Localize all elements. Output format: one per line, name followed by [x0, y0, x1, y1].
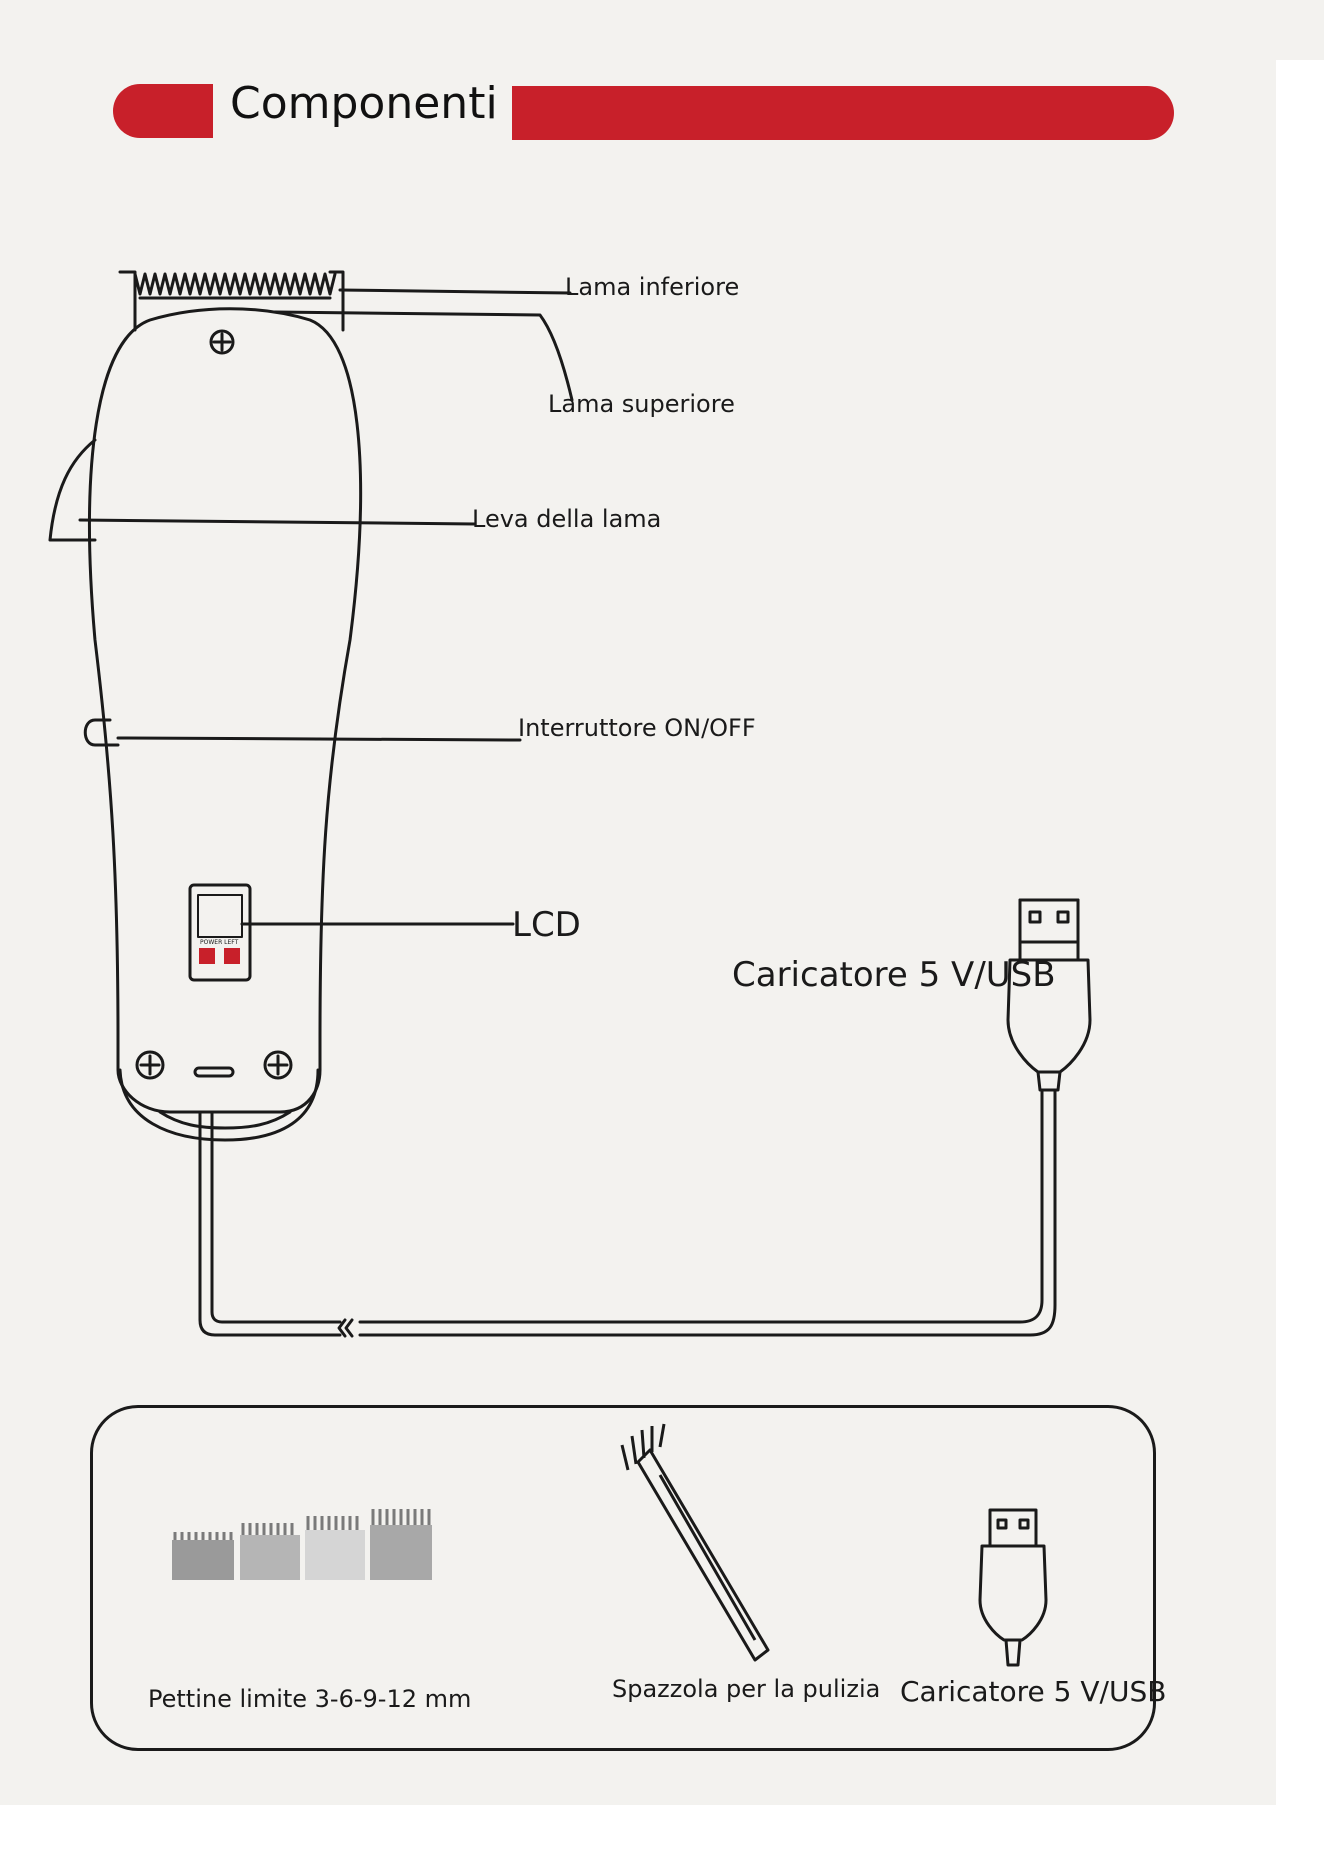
- label-brush: Spazzola per la pulizia: [612, 1675, 880, 1703]
- label-accessory-charger: Caricatore 5 V/USB: [900, 1675, 1166, 1708]
- guide-combs: [172, 1509, 432, 1580]
- cleaning-brush: [622, 1424, 768, 1660]
- accessory-usb-charger: [980, 1510, 1046, 1665]
- label-comb: Pettine limite 3-6-9-12 mm: [148, 1685, 471, 1713]
